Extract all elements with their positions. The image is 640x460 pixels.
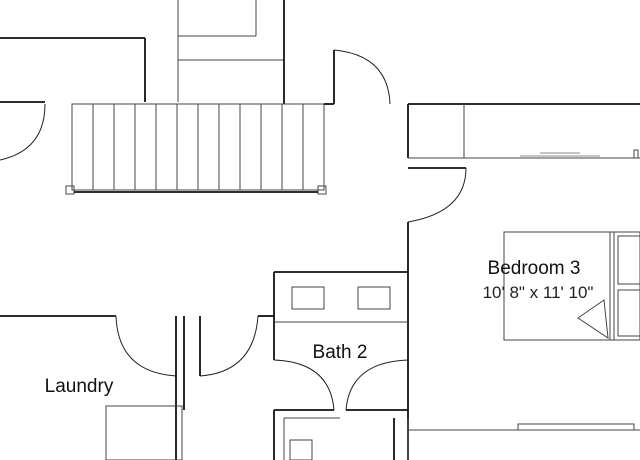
bath2 bbox=[273, 271, 640, 460]
door-swing-laundry bbox=[115, 315, 177, 377]
hall-door bbox=[324, 49, 391, 105]
sink-right bbox=[357, 286, 391, 310]
bedroom3-walls bbox=[407, 103, 640, 460]
bedroom3-dimensions: 10' 8" x 11' 10" bbox=[483, 283, 594, 302]
door-swing-hall bbox=[333, 49, 391, 105]
bedroom3-name: Bedroom 3 bbox=[488, 258, 581, 279]
sink-left bbox=[291, 286, 325, 310]
door-swing-bath-left bbox=[273, 359, 335, 411]
staircase bbox=[65, 103, 327, 195]
laundry bbox=[0, 315, 183, 460]
laundry-counter bbox=[105, 405, 183, 460]
bath2-name: Bath 2 bbox=[313, 342, 368, 363]
hallway-doors bbox=[183, 315, 274, 410]
door-swing-bedroom3 bbox=[407, 167, 467, 223]
window-sill bbox=[517, 423, 635, 431]
door-swing-bath-right bbox=[345, 359, 409, 411]
toilet bbox=[289, 439, 313, 460]
door-swing-hallway bbox=[199, 315, 259, 377]
upper-left-rooms bbox=[0, 0, 285, 161]
laundry-name: Laundry bbox=[45, 376, 114, 397]
bed-sheet-fold bbox=[577, 299, 609, 340]
bed bbox=[503, 231, 640, 341]
door-swing-left bbox=[0, 103, 46, 161]
